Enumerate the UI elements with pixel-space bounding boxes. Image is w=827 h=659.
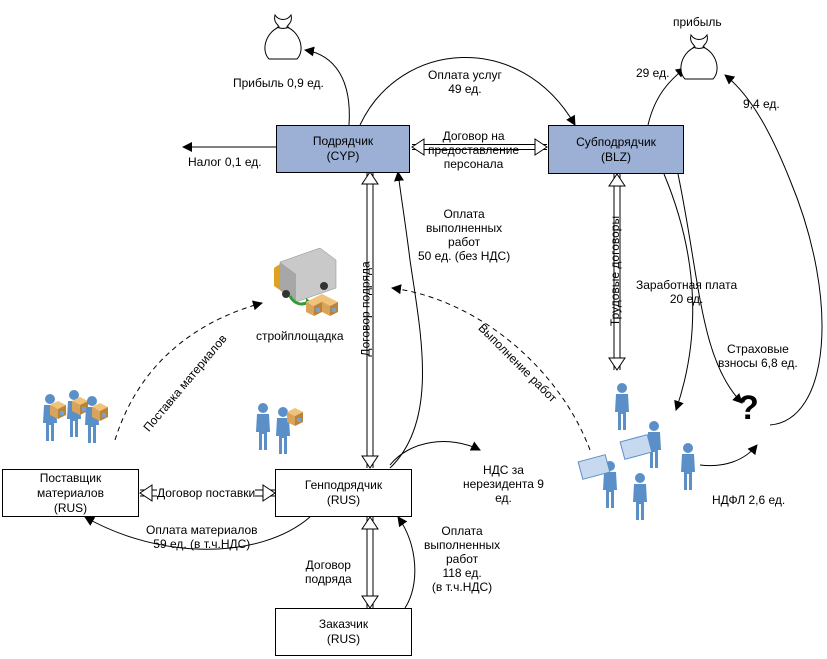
contract-works-vertical-label: Договор подряда — [358, 261, 373, 357]
profit-29-label: 29 ед. — [636, 66, 670, 80]
insurance-label: Страховые взносы 6,8 ед. — [718, 342, 798, 370]
supplier-line1: Поставщик — [39, 470, 102, 485]
wp-top-line2: выполненных — [426, 221, 503, 235]
subcontractor-country: (BLZ) — [601, 149, 631, 164]
salary-arrow — [663, 173, 694, 411]
staffing-line3: персонала — [443, 157, 504, 171]
staffing-line1: Договор на — [442, 129, 505, 143]
supply-materials-arrow — [114, 300, 263, 441]
contractor-name: Подрядчик — [312, 134, 374, 148]
contract-works-bottom-label: Договор подряда — [305, 558, 352, 586]
salary-line1: Заработная плата — [636, 278, 738, 292]
wp-bottom-line2: выполненных — [424, 538, 501, 552]
mat-pay-line1: Оплата материалов — [146, 523, 258, 537]
services-payment-line2: 49 ед. — [448, 82, 482, 96]
materials-payment-label: Оплата материалов 59 ед. (в т.ч.НДС) — [146, 523, 258, 551]
wp-bottom-line4: 118 ед. — [442, 566, 482, 580]
tax-label: Налог 0,1 ед. — [188, 155, 262, 169]
wp-bottom-line1: Оплата — [441, 524, 483, 538]
services-payment-label: Оплата услуг 49 ед. — [428, 68, 502, 96]
work-payment-top-label: Оплата выполненных работ 50 ед. (без НДС… — [418, 207, 510, 263]
staffing-contract-label: Договор на предоставление персонала — [428, 129, 519, 171]
profit-94-label: 9,4 ед. — [743, 97, 780, 111]
supplier-node: Поставщик материалов (RUS) — [2, 469, 139, 517]
profit-94-arrow — [724, 74, 823, 426]
cw-bottom-line2: подряда — [305, 572, 352, 586]
general-country: (RUS) — [326, 493, 361, 507]
wp-top-line3: работ — [448, 235, 481, 249]
staffing-line2: предоставление — [428, 143, 520, 157]
work-payment-bottom-label: Оплата выполненных работ 118 ед. (в т.ч.… — [424, 524, 500, 594]
wp-bottom-line3: работ — [445, 552, 479, 566]
contractor-node: Подрядчик (CYP) — [276, 125, 410, 173]
workers-with-boxes-icon — [43, 390, 108, 443]
vat-line1: НДС за — [482, 463, 524, 477]
profit-label: Прибыль 0,9 ед. — [233, 76, 324, 90]
worker-with-box-icon — [256, 403, 303, 454]
vat-arrow — [389, 441, 481, 466]
customer-country: (RUS) — [326, 632, 361, 646]
subcontractor-node: Субподрядчик (BLZ) — [548, 125, 684, 174]
general-contractor-node: Генподрядчик (RUS) — [275, 469, 412, 517]
customer-node: Заказчик (RUS) — [275, 608, 412, 656]
salary-label: Заработная плата 20 ед. — [636, 278, 737, 306]
vat-line2: нерезидента 9 — [463, 477, 544, 491]
pit-arrow — [699, 444, 758, 467]
vat-line3: ед. — [495, 491, 512, 505]
wp-top-line1: Оплата — [443, 207, 485, 221]
contractor-country: (CYP) — [326, 149, 360, 163]
cw-bottom-line1: Договор — [305, 558, 351, 572]
services-payment-line1: Оплата услуг — [428, 68, 502, 82]
customer-name: Заказчик — [318, 617, 369, 631]
general-name: Генподрядчик — [304, 478, 383, 492]
delivery-truck-icon — [274, 247, 338, 316]
workers-group-icon — [577, 383, 695, 520]
vat-label: НДС за нерезидента 9 ед. — [463, 463, 544, 505]
materials-payment-arrow — [84, 516, 311, 550]
money-bag-icon — [264, 13, 302, 60]
customer-payment-arrow — [397, 516, 416, 609]
supplier-line3: (RUS) — [53, 500, 88, 515]
insurance-line2: взносы 6,8 ед. — [718, 356, 798, 370]
insurance-line1: Страховые — [727, 342, 789, 356]
profit-arrow — [304, 46, 350, 126]
money-bag-icon — [680, 33, 718, 80]
salary-line2: 20 ед. — [669, 292, 704, 306]
services-payment-arrow — [359, 56, 576, 126]
wp-top-line4: 50 ед. (без НДС) — [418, 249, 511, 263]
supply-contract-label: Договор поставки — [157, 486, 256, 500]
supplier-line2: материалов — [37, 485, 104, 500]
work-payment-arrow — [389, 171, 423, 469]
wp-bottom-line5: (в т.ч.НДС) — [431, 580, 493, 594]
insurance-arrow — [677, 173, 743, 404]
mat-pay-line2: 59 ед. (в т.ч.НДС) — [153, 537, 251, 551]
labor-contracts-vertical-label: Трудовые договоры — [608, 215, 623, 327]
question-mark: ? — [738, 389, 759, 427]
subcontractor-name: Субподрядчик — [576, 134, 656, 149]
pit-label: НДФЛ 2,6 ед. — [712, 493, 786, 507]
construction-site-label: стройплощадка — [256, 329, 344, 343]
works-execution-arrow — [391, 284, 591, 451]
profit-word-label: прибыль — [673, 15, 722, 29]
